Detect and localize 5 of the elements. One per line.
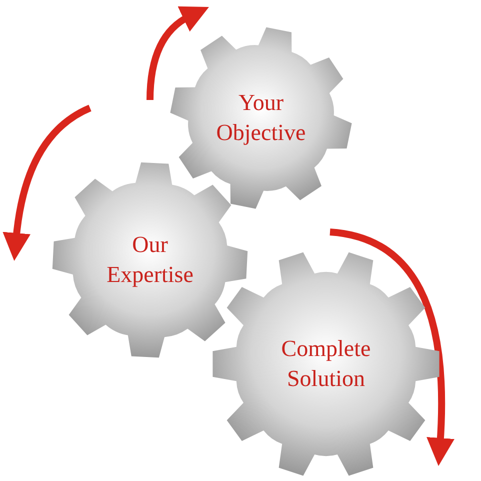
gear (168, 25, 354, 211)
gear-label: Your Objective (215, 89, 307, 147)
gear-label: Complete Solution (280, 335, 372, 393)
gear (50, 160, 250, 360)
gear-label: Our Expertise (106, 231, 194, 289)
